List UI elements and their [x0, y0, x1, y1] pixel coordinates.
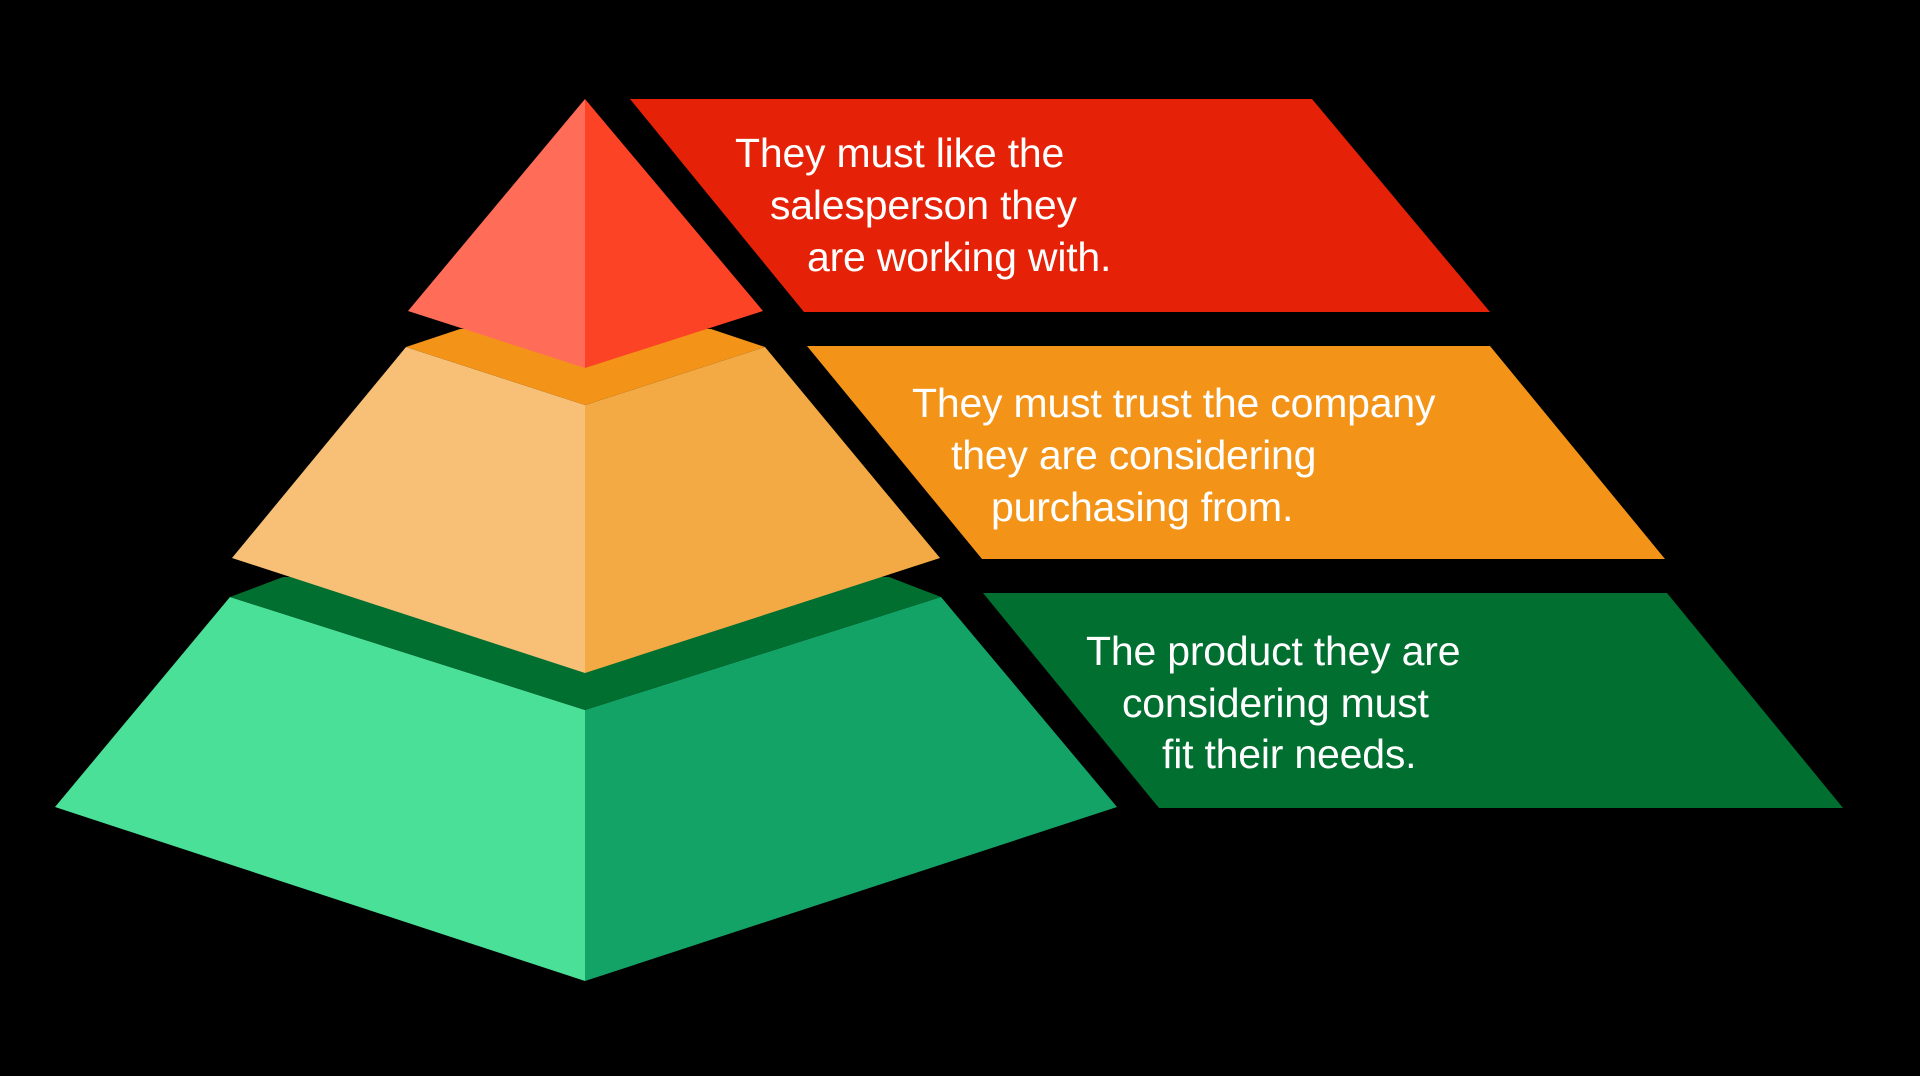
- banner-top-line-1: They must like the: [735, 130, 1064, 176]
- banner-bottom: The product they are considering must fi…: [983, 593, 1843, 808]
- banner-bottom-line-1: The product they are: [1086, 628, 1460, 674]
- banner-middle: They must trust the company they are con…: [807, 346, 1665, 559]
- tier-top-face-right: [585, 99, 763, 368]
- tier-middle-face-right: [585, 347, 940, 673]
- pyramid-tier-top: [408, 99, 763, 368]
- banner-middle-shape: [807, 346, 1665, 559]
- banner-top-line-3: are working with.: [807, 234, 1111, 280]
- banner-top-shape: [630, 99, 1490, 312]
- tier-bottom-face-left: [55, 597, 585, 981]
- tier-top-face-left: [408, 99, 585, 368]
- banner-bottom-shape: [983, 593, 1843, 808]
- banner-middle-line-2: they are considering: [951, 432, 1316, 478]
- banner-bottom-line-3: fit their needs.: [1162, 731, 1416, 777]
- banner-middle-line-1: They must trust the company: [912, 380, 1436, 426]
- banner-top-line-2: salesperson they: [770, 182, 1077, 228]
- banner-middle-line-3: purchasing from.: [991, 484, 1293, 530]
- banner-top: They must like the salesperson they are …: [630, 99, 1490, 312]
- tier-middle-face-left: [232, 347, 585, 673]
- banner-bottom-line-2: considering must: [1122, 680, 1430, 726]
- tier-bottom-face-right: [585, 597, 1117, 981]
